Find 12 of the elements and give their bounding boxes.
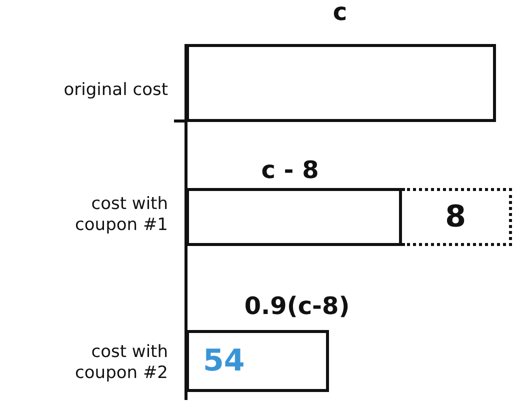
bar-expression: c [332, 2, 348, 23]
bar-expression: c - 8 [260, 160, 320, 181]
row-label: cost with coupon #2 [74, 342, 168, 384]
tape-bar [186, 44, 496, 122]
row-label: original cost [62, 80, 168, 101]
bar-expression: 0.9(c-8) [243, 296, 351, 317]
tape-bar [186, 330, 329, 392]
bar-value: 8 [445, 200, 466, 234]
tape-bar [186, 188, 402, 246]
difference-box [402, 188, 512, 246]
bar-value: 54 [203, 344, 245, 378]
row-label: cost with coupon #1 [74, 194, 168, 236]
